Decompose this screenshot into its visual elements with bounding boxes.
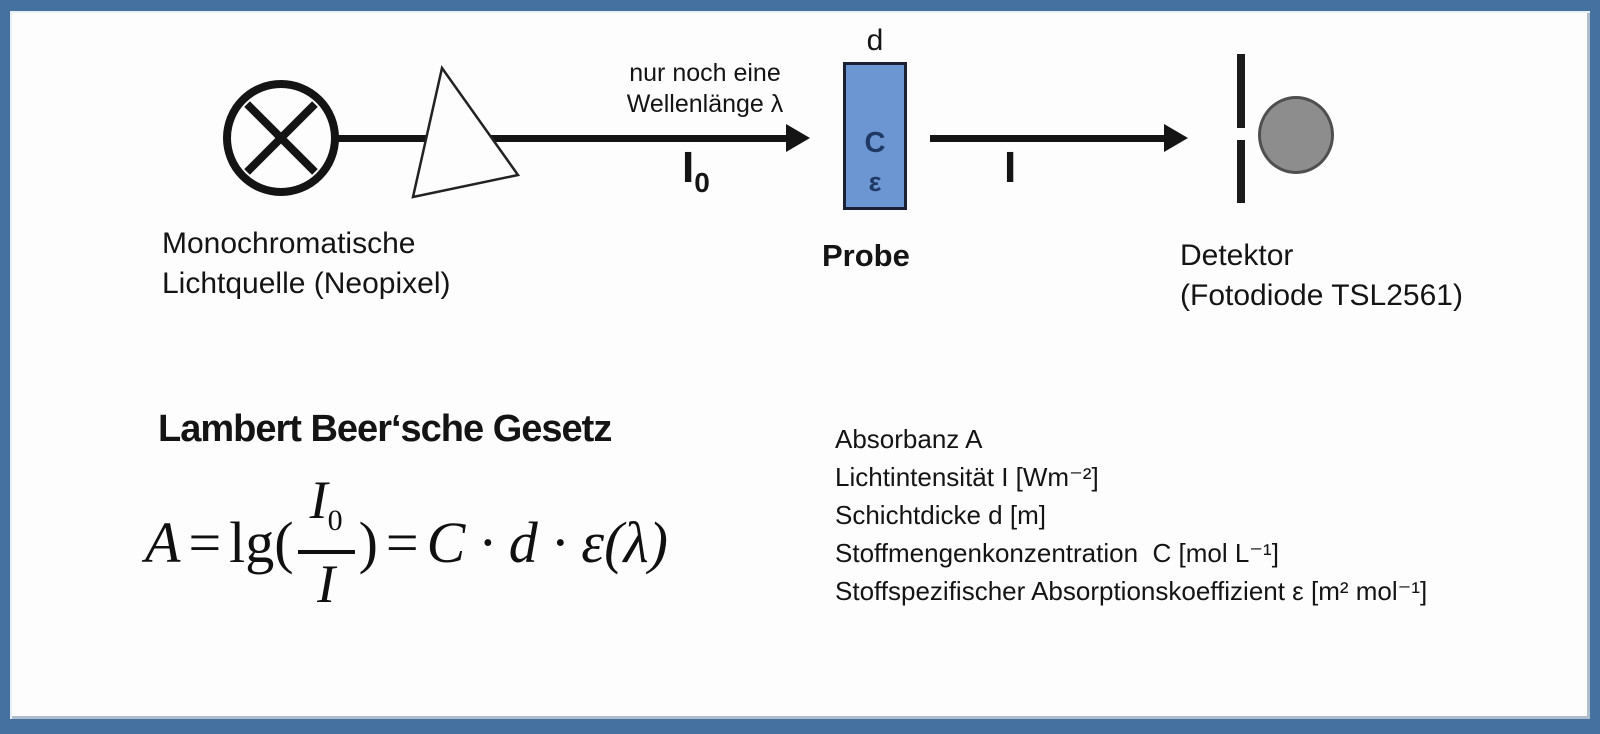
beam-in-caption-line1: nur noch eine [629,59,781,87]
beam-in-caption: nur noch eine Wellenlänge λ [612,58,798,120]
photodiode-icon [1258,96,1334,174]
law-formula: A = lg( I0 I ) = C · d · ε(λ) [145,462,668,622]
symbol-legend: Absorbanz A Lichtintensität I [Wm⁻²] Sch… [835,420,1427,610]
numerator-subscript: 0 [327,503,343,537]
legend-item: Stoffmengenkonzentration C [mol L⁻¹] [835,538,1279,568]
probe-thickness-label: d [866,24,884,57]
probe-epsilon-label: ε [868,167,882,197]
probe-concentration-label: C [864,127,886,159]
detector-slit-top [1237,54,1245,128]
intensity-in-subscript: 0 [694,166,710,198]
formula-denominator: I [297,550,355,614]
intensity-in-label: I0 [682,146,710,205]
formula-rhs: C · d · ε(λ) [426,509,668,575]
formula-equals-2: = [385,509,419,575]
formula-numerator: I0 [298,470,355,551]
detector-slit-bottom [1237,140,1245,203]
beam-in-caption-line2: Wellenlänge λ [626,90,784,118]
probe-caption: Probe [822,238,910,273]
light-source-caption-line1: Monochromatische [162,227,416,260]
legend-item: Schichtdicke d [m] [835,500,1046,530]
beam-line-out [930,135,1166,142]
formula-close-paren: ) [358,509,378,575]
probe-cuvette: C ε [843,62,907,210]
beam-line-in [336,135,788,142]
intensity-in-symbol: I [682,143,695,192]
detector-caption: Detektor (Fotodiode TSL2561) [1180,236,1463,316]
intensity-out-label: I [1004,143,1017,192]
legend-item: Stoffspezifischer Absorptionskoeffizient… [835,576,1428,606]
legend-item: Absorbanz A [835,424,983,454]
beam-arrowhead-out [1164,124,1188,152]
light-source-caption: Monochromatische Lichtquelle (Neopixel) [162,224,451,304]
formula-lhs: A [145,509,181,575]
light-source-caption-line2: Lichtquelle (Neopixel) [162,267,451,300]
formula-equals-1: = [188,509,222,575]
numerator-symbol: I [309,469,328,530]
detector-caption-line1: Detektor [1180,239,1294,272]
formula-log-open: lg( [229,509,294,575]
formula-fraction: I0 I [297,470,355,614]
legend-item: Lichtintensität I [Wm⁻²] [835,462,1099,492]
law-title: Lambert Beer‘sche Gesetz [158,408,612,450]
beam-arrowhead-in [786,124,810,152]
prism-icon [411,64,521,199]
light-source-icon [223,80,339,196]
detector-caption-line2: (Fotodiode TSL2561) [1180,279,1463,312]
